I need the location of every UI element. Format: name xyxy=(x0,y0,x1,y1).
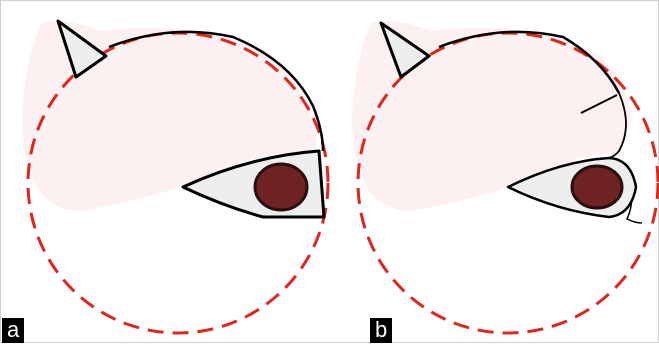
panel-label: b xyxy=(370,318,392,343)
panel-b: b xyxy=(331,1,659,344)
iris xyxy=(255,164,307,210)
panel-a: a xyxy=(1,1,331,344)
panel-label: a xyxy=(2,318,24,343)
panel-b-diagram xyxy=(331,1,659,344)
iris xyxy=(572,166,622,208)
panel-a-diagram xyxy=(1,1,331,344)
